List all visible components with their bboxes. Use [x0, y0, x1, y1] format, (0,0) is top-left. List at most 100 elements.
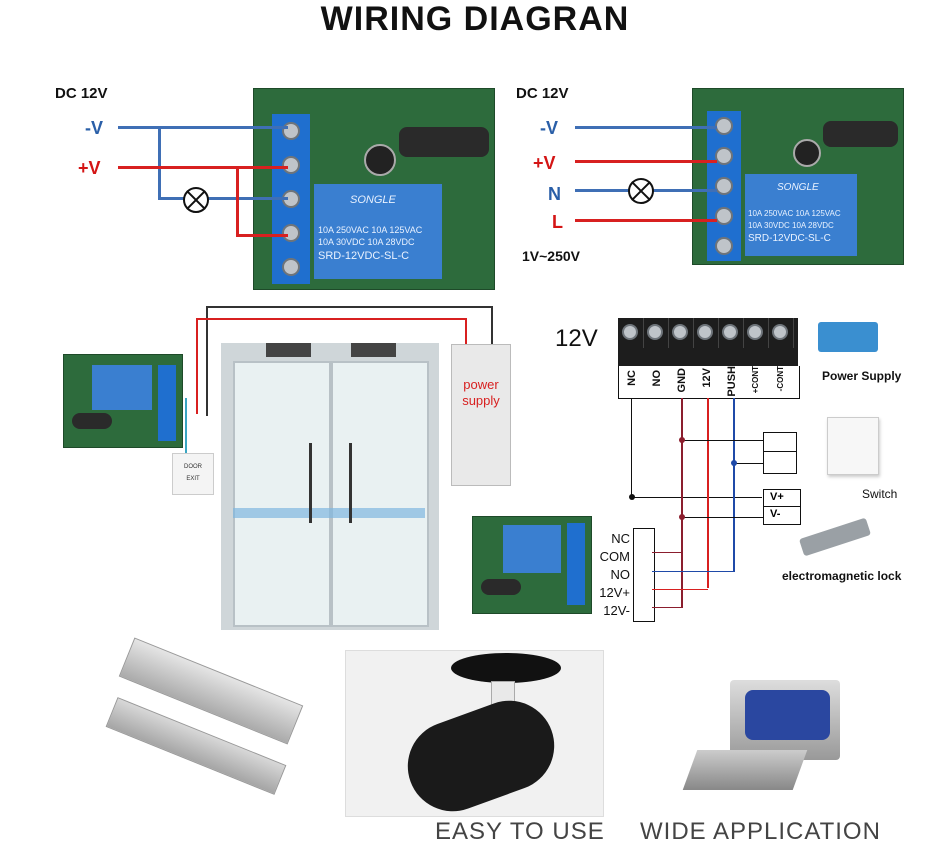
- terminal-label: +CONT: [751, 366, 760, 394]
- wire-black-top: [206, 306, 493, 308]
- capacitor: [793, 139, 821, 167]
- terminal-screw: [282, 122, 300, 140]
- relay-model: SRD-12VDC-SL-C: [318, 250, 410, 262]
- wire-l-right: [575, 219, 717, 222]
- pos-label-right: +V: [533, 153, 556, 173]
- wire-red-top: [196, 318, 466, 320]
- terminal-block-left: [272, 114, 310, 284]
- wire-neg-right: [575, 126, 717, 129]
- relay-spec-1: 10A 250VAC 10A 125VAC: [318, 225, 423, 235]
- junction-dot: [679, 437, 685, 443]
- junction-dot: [629, 494, 635, 500]
- relay-spec-1: 10A 250VAC 10A 125VAC: [748, 209, 841, 218]
- relay-block: SONGLE 10A 250VAC 10A 125VAC 10A 30VDC 1…: [314, 184, 442, 279]
- terminal-screw: [282, 224, 300, 242]
- terminal-cell: [718, 318, 744, 348]
- wire-switch-bottom: [733, 463, 763, 464]
- lamp-icon: [628, 178, 654, 204]
- terminal-screw: [747, 324, 763, 340]
- terminal-block-right: [707, 111, 741, 261]
- power-supply-caption: Power Supply: [822, 369, 902, 383]
- magnetic-lock-left: [266, 343, 311, 357]
- terminal-cell: [693, 318, 719, 348]
- terminal-screw: [647, 324, 663, 340]
- lock-caption: electromagnetic lock: [782, 569, 902, 583]
- exit-button[interactable]: DOOR EXIT: [172, 453, 214, 495]
- wire-com: [652, 552, 682, 553]
- exit-button-top-label: DOOR: [184, 464, 202, 470]
- relay-pin-label: 12V+: [599, 585, 630, 600]
- controller-terminal-strip: [618, 318, 798, 366]
- wire-nc: [631, 398, 632, 498]
- solenoid-bracket: [682, 750, 808, 790]
- terminal-cell: [743, 318, 769, 348]
- terminal-screw: [715, 207, 733, 225]
- wire-vminus: [681, 517, 763, 518]
- relay-block: [503, 525, 561, 573]
- terminal-label-row: NC NO GND 12V PUSH +CONT -CONT: [618, 366, 800, 399]
- relay-pin-label: NO: [610, 567, 631, 582]
- photo-magnetic-lock: [100, 637, 310, 815]
- wire-gnd: [681, 398, 683, 608]
- terminal-screw: [282, 156, 300, 174]
- terminal-screw: [722, 324, 738, 340]
- terminal-screw: [715, 177, 733, 195]
- door-stripe: [233, 508, 425, 518]
- terminal-label: NC: [626, 370, 638, 386]
- relay-pin-strip: [633, 528, 655, 622]
- junction-dot: [731, 460, 737, 466]
- relay-module-left: SONGLE 10A 250VAC 10A 125VAC 10A 30VDC 1…: [253, 88, 495, 290]
- terminal-screw: [697, 324, 713, 340]
- wire-pos-branch: [236, 166, 239, 236]
- antenna-coil: [481, 579, 521, 595]
- photo-solenoid: [650, 650, 890, 815]
- range-label: 1V~250V: [522, 248, 580, 264]
- wire-neg-left: [118, 126, 288, 129]
- terminal-screw: [622, 324, 638, 340]
- terminal-screw: [772, 324, 788, 340]
- terminal-screw: [715, 237, 733, 255]
- wire-lamp-left: [158, 197, 288, 200]
- relay-pin-label: 12V-: [603, 603, 630, 618]
- wire-red-left: [196, 318, 198, 414]
- antenna-coil: [399, 127, 489, 157]
- terminal-cell: [618, 318, 644, 348]
- wire-black-left: [206, 306, 208, 416]
- spotlight-base: [451, 653, 561, 683]
- terminal-label: GND: [676, 368, 688, 393]
- v-terminal-box: V+ V-: [763, 489, 801, 525]
- terminal-label: -CONT: [776, 366, 785, 392]
- terminal-screw: [715, 147, 733, 165]
- relay-pin-label: NC: [611, 531, 630, 546]
- relay-module-door: [63, 354, 183, 448]
- lock-image: [798, 517, 872, 557]
- relay-brand: SONGLE: [777, 182, 819, 193]
- power-supply-label: power supply: [462, 377, 500, 408]
- exit-button-bottom-label: EXIT: [186, 476, 200, 482]
- solenoid-coil: [745, 690, 830, 740]
- relay-module-right: SONGLE 10A 250VAC 10A 125VAC 10A 30VDC 1…: [692, 88, 904, 265]
- wall-switch: [827, 417, 879, 475]
- terminal-block-lower: [567, 523, 585, 605]
- door-panel-left: [233, 361, 331, 627]
- terminal-block-door: [158, 365, 176, 441]
- wire-cyan-exit: [185, 398, 187, 454]
- terminal-cell: [768, 318, 794, 348]
- door-panel-right: [331, 361, 429, 627]
- l-label: L: [552, 212, 563, 232]
- wire-12vplus: [652, 589, 708, 590]
- supply-label-left: DC 12V: [55, 85, 108, 102]
- glass-door-frame: [221, 343, 439, 630]
- wire-pos-left: [118, 166, 288, 169]
- terminal-label: 12V: [701, 368, 713, 388]
- footer-left: EASY TO USE: [435, 818, 605, 845]
- wire-switch-top: [681, 440, 763, 441]
- relay-module-lower: [472, 516, 592, 614]
- wire-red-right: [465, 318, 467, 346]
- wire-pos-right: [575, 160, 717, 163]
- magnetic-lock-right: [351, 343, 396, 357]
- spotlight-head: [395, 688, 567, 824]
- power-supply-board: [818, 322, 878, 352]
- neg-label-left: -V: [85, 118, 103, 138]
- door-handle-left: [309, 443, 312, 523]
